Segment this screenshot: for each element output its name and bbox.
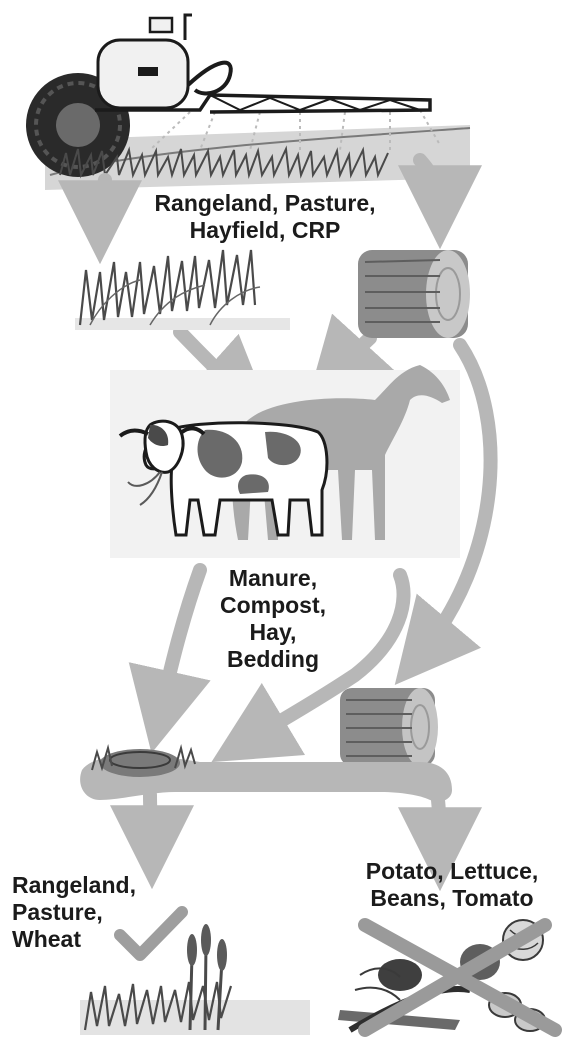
grass-icon [75, 250, 290, 330]
label-line: Hay, [208, 619, 338, 646]
label-line: Pasture, [12, 899, 136, 926]
label-line: Rangeland, Pasture, [140, 190, 390, 217]
label-line: Compost, [208, 592, 338, 619]
label-sensitive-crops: Potato, Lettuce, Beans, Tomato [352, 858, 552, 912]
arrow-to-rangeland [150, 795, 152, 850]
label-source-uses: Rangeland, Pasture, Hayfield, CRP [140, 190, 390, 244]
label-line: Hayfield, CRP [140, 217, 390, 244]
label-line: Bedding [208, 646, 338, 673]
hay-bale-icon-2 [340, 688, 438, 766]
label-line: Rangeland, [12, 872, 136, 899]
hay-bale-icon [358, 250, 470, 338]
arrow-hay-to-animals [333, 338, 370, 375]
label-line: Potato, Lettuce, [352, 858, 552, 885]
label-animal-outputs: Manure, Compost, Hay, Bedding [208, 565, 338, 673]
label-safe-crops: Rangeland, Pasture, Wheat [12, 872, 136, 953]
arrow-to-vegetables [438, 800, 440, 852]
label-line: Wheat [12, 926, 136, 953]
label-line: Beans, Tomato [352, 885, 552, 912]
arrow-manure-left [160, 570, 200, 715]
arrow-to-grass [100, 180, 105, 225]
animals-illustration [110, 365, 460, 558]
sprayer-icon [26, 15, 470, 190]
label-line: Manure, [208, 565, 338, 592]
